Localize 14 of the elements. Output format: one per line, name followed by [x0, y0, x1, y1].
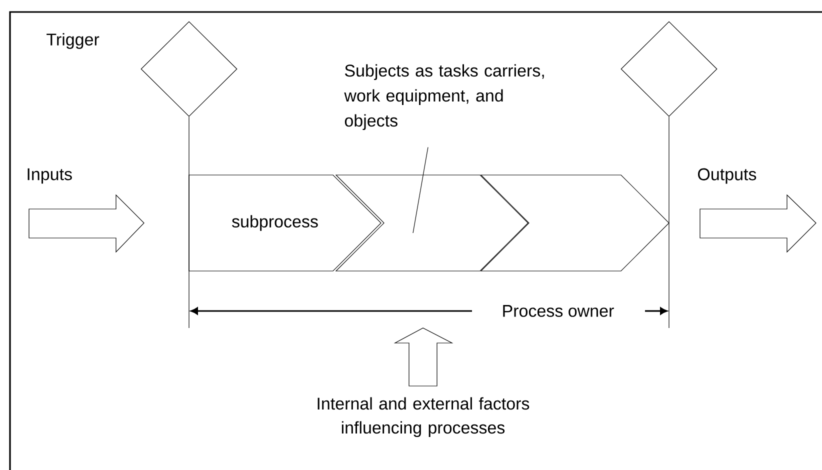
decision-diamond — [140, 21, 238, 117]
chevron-step — [335, 174, 528, 272]
boundary-line — [188, 116, 190, 328]
chevron-step: subprocess — [188, 174, 382, 272]
boundary-line — [668, 116, 670, 328]
label: Process owner — [503, 305, 614, 317]
decision-diamond — [620, 21, 718, 117]
label: Inputs — [28, 168, 72, 184]
note-text: Subjects as tasks carriers, work equipment, and objects — [344, 64, 544, 130]
leader-line — [412, 146, 428, 234]
label: Outputs — [698, 168, 756, 184]
chevron-step — [480, 174, 670, 272]
label: Trigger — [46, 33, 100, 49]
label: Internal and external factors influencing processes — [318, 397, 530, 438]
